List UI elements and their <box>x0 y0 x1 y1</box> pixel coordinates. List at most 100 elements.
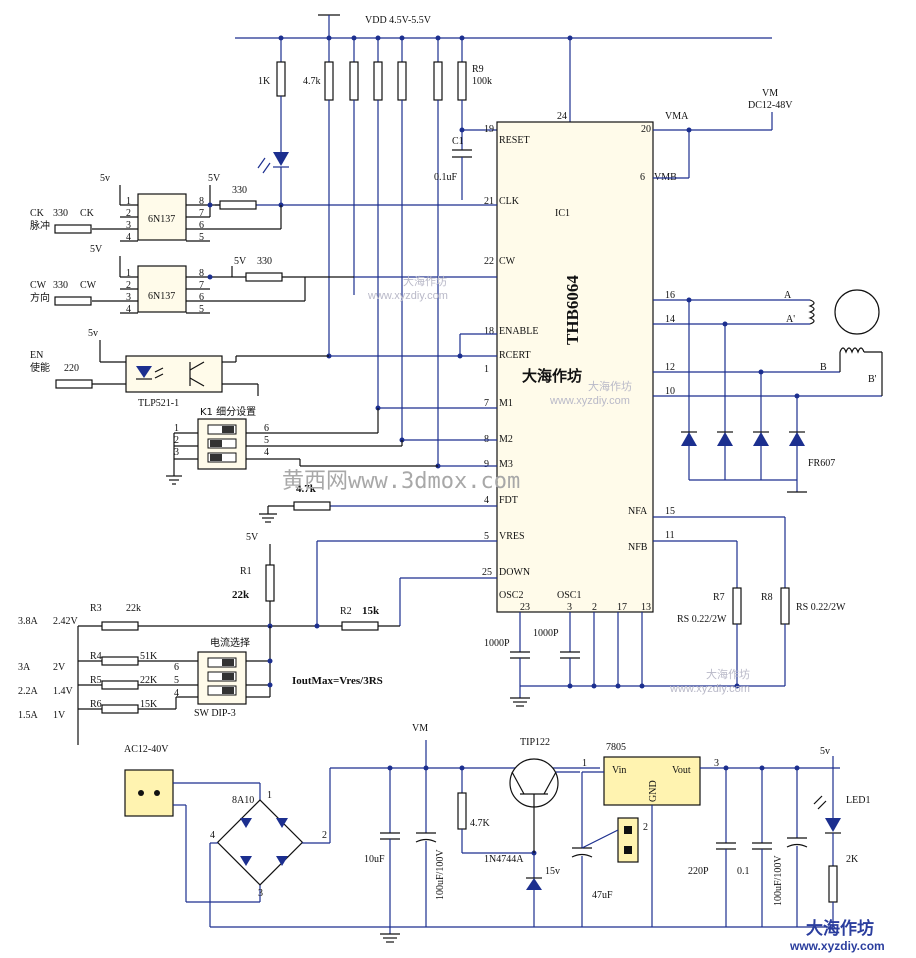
formula-label: IoutMax=Vres/3RS <box>292 675 383 687</box>
pin-num: 25 <box>482 567 492 578</box>
zener-label: 1N4744A <box>484 854 524 865</box>
svg-text:3: 3 <box>126 220 131 231</box>
r6-value: 15K <box>140 699 158 710</box>
microstep-dip-switch: K1 细分设置 1 2 3 6 5 4 <box>166 405 438 485</box>
pin-num: 17 <box>617 602 627 613</box>
c10u-label: 10uF <box>364 854 385 865</box>
cur-amp-1: 3A <box>18 662 31 673</box>
vm-bottom-label: VM <box>412 723 428 734</box>
pin-name: ENABLE <box>499 326 538 337</box>
pin-num: 18 <box>484 326 494 337</box>
zener-v-label: 15v <box>545 866 560 877</box>
brand-url: www.xyzdiy.com <box>789 939 885 953</box>
v5-out-label: 5v <box>820 746 830 757</box>
r330b-label: 330 <box>257 256 272 267</box>
c1-label: C1 <box>452 136 464 147</box>
r6-label: R6 <box>90 699 102 710</box>
svg-text:5: 5 <box>174 675 179 686</box>
c100u-a-label: 100uF/100V <box>435 849 446 900</box>
pin-name: OSC1 <box>557 590 581 601</box>
pin-num: 15 <box>665 506 675 517</box>
pin-num: 14 <box>665 314 675 325</box>
cw-cn: 方向 <box>30 291 50 304</box>
r3-value: 22k <box>126 603 141 614</box>
fr607-label: FR607 <box>808 458 835 469</box>
v5b-label: 5V <box>208 173 221 184</box>
svg-text:6: 6 <box>199 292 204 303</box>
opto-ck: 6N137 1 2 3 4 8 7 6 5 330 5v 5V CK 脉冲 33… <box>30 173 282 243</box>
regulator-7805 <box>603 756 701 806</box>
current-select-network: 5V R1 22k R2 15k R3 22k R4 51K R5 22K R6… <box>18 532 400 745</box>
bridge-pin3: 3 <box>258 888 263 899</box>
corner-brand: 大海作坊 www.xyzdiy.com <box>789 918 885 953</box>
reset-capacitor: C1 0.1uF <box>434 127 472 200</box>
rs2-label: RS 0.22/2W <box>796 602 846 613</box>
bridge-pin1: 1 <box>267 790 272 801</box>
coil-b2: B' <box>868 374 877 385</box>
r330a-label: 330 <box>232 185 247 196</box>
svg-text:1: 1 <box>126 268 131 279</box>
watermark-cn-3: 大海作坊 <box>706 667 750 681</box>
vm-top-label: VM <box>762 88 778 99</box>
jumper-pin2: 2 <box>643 822 648 833</box>
c01-label: 0.1 <box>737 866 750 877</box>
svg-text:4: 4 <box>126 304 131 315</box>
pin-name: RCERT <box>499 350 531 361</box>
pin-name: RESET <box>499 135 530 146</box>
c100u-b-label: 100uF/100V <box>773 855 784 906</box>
pin-num: 6 <box>640 172 645 183</box>
reg-vin: Vin <box>612 765 626 776</box>
pin-num: 5 <box>484 531 489 542</box>
osc-c1-label: 1000P <box>484 638 510 649</box>
pin-num: 7 <box>484 398 489 409</box>
fdt-resistor: 4.7k <box>259 483 331 523</box>
svg-text:1: 1 <box>174 423 179 434</box>
r2k-label: 2K <box>846 854 859 865</box>
ck-res-label: 330 <box>53 208 68 219</box>
r2-label: R2 <box>340 606 352 617</box>
v5c-label: 5V <box>90 244 103 255</box>
svg-text:7: 7 <box>199 280 204 291</box>
pin-num: 11 <box>665 530 675 541</box>
logic-wires <box>215 202 497 626</box>
en-res-label: 220 <box>64 363 79 374</box>
ic-left-pins: 19 RESET 21 CLK 22 CW 18 ENABLE RCERT 1 … <box>482 124 538 578</box>
cur-volt-1: 2V <box>53 662 66 673</box>
pin-num: 12 <box>665 362 675 373</box>
r1-value: 22k <box>232 589 250 601</box>
svg-text:2: 2 <box>126 208 131 219</box>
k1-label: K1 细分设置 <box>200 405 256 418</box>
pin-name: VMA <box>665 111 689 122</box>
c47u-label: 47uF <box>592 890 613 901</box>
pin-num: 20 <box>641 124 651 135</box>
watermark-site: 黄西网www.3dmox.com <box>282 469 520 494</box>
en-signal: EN <box>30 350 43 361</box>
rs1-label: RS 0.22/2W <box>677 614 727 625</box>
pin-name: CLK <box>499 196 520 207</box>
r4-label: R4 <box>90 651 102 662</box>
svg-text:8: 8 <box>199 196 204 207</box>
pin-num: 2 <box>592 602 597 613</box>
svg-text:5: 5 <box>199 304 204 315</box>
svg-text:3: 3 <box>126 292 131 303</box>
watermark-cn-1: 大海作坊 <box>403 274 447 288</box>
svg-text:2: 2 <box>126 280 131 291</box>
cw-pin: CW <box>80 280 97 291</box>
svg-text:3: 3 <box>174 447 179 458</box>
reg-vout: Vout <box>672 765 691 776</box>
svg-text:6: 6 <box>264 423 269 434</box>
ck-signal: CK <box>30 208 45 219</box>
cw-res-label: 330 <box>53 280 68 291</box>
opto-cw: 6N137 1 2 3 4 8 7 6 5 330 5V 5V CW 方向 33… <box>30 244 354 315</box>
ic-top-pin: 24 <box>557 111 567 122</box>
svg-text:1: 1 <box>126 196 131 207</box>
pin-name: OSC2 <box>499 590 523 601</box>
pin-name: M3 <box>499 459 513 470</box>
ic-bottom-pins: OSC2 23 OSC1 3 2 17 13 <box>499 590 651 613</box>
pin-name: VRES <box>499 531 525 542</box>
ic-brand-text: 大海作坊 <box>522 367 582 385</box>
svg-text:4: 4 <box>126 232 131 243</box>
ck-pin: CK <box>80 208 95 219</box>
